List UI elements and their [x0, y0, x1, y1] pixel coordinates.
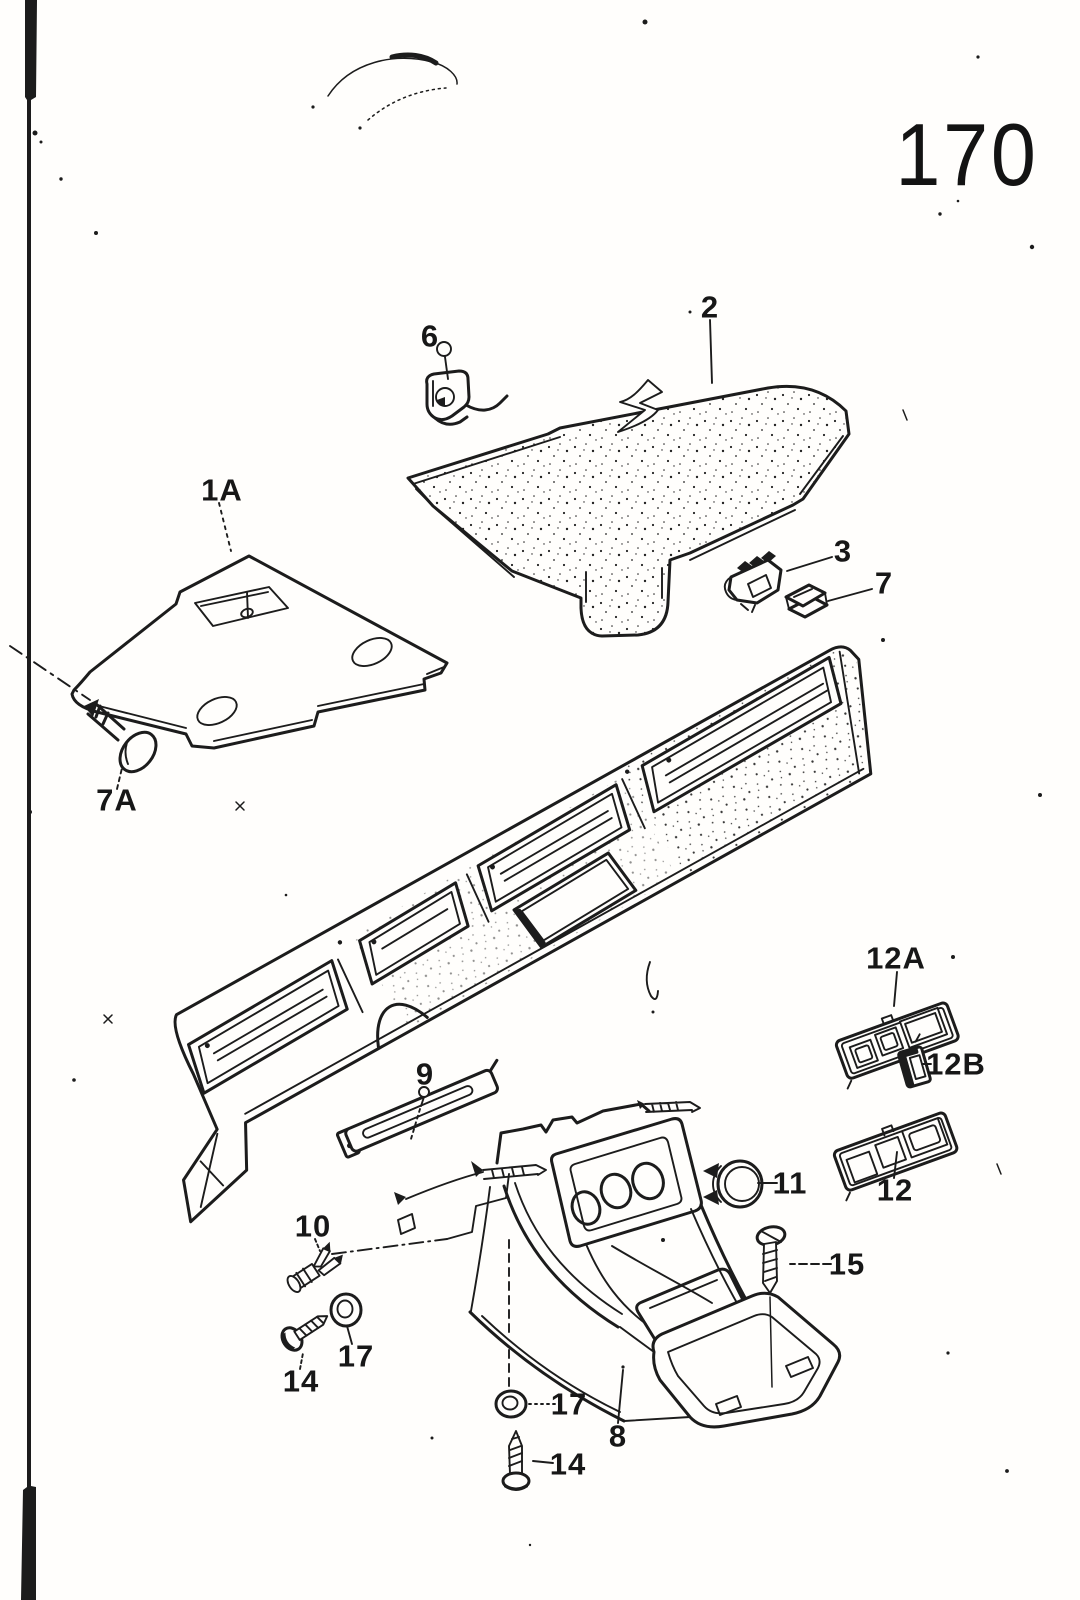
- callout-15: 15: [828, 1246, 866, 1282]
- callout-7: 7: [874, 565, 894, 601]
- part-11-plug-knob: [703, 1159, 764, 1209]
- callout-14-left: 14: [282, 1363, 320, 1399]
- callout-12a: 12A: [866, 940, 926, 976]
- part-3-clip: [723, 551, 783, 613]
- scan-border-bar: [21, 0, 37, 1600]
- part-17-washer-bottom: [494, 1389, 528, 1419]
- part-10-expanding-rivet: [286, 1241, 343, 1293]
- scan-specks: [28, 19, 1042, 1547]
- part-7a-rivet: [84, 699, 158, 774]
- part-1a-insulation-mat: [70, 554, 449, 750]
- callout-11: 11: [772, 1165, 808, 1201]
- dash-trim-panel: [173, 644, 873, 1224]
- callout-17-left: 17: [337, 1338, 375, 1374]
- part-12b-blanking-plug: [897, 1033, 932, 1089]
- callout-12b: 12B: [926, 1046, 986, 1082]
- page-number: 170: [895, 105, 1039, 204]
- part-14-screw-left: [280, 1315, 329, 1352]
- callout-8: 8: [608, 1418, 628, 1454]
- callout-7a: 7A: [96, 782, 138, 818]
- part-12-switch-bezel: [832, 1111, 959, 1202]
- axis-line-7a: [9, 645, 91, 701]
- callout-12: 12: [876, 1172, 914, 1208]
- callout-9: 9: [415, 1056, 435, 1092]
- part-14-screw-bottom: [501, 1430, 531, 1491]
- leader-lines: [116, 319, 932, 1464]
- part-2-shelf-panel: [406, 379, 851, 638]
- part-6-clip: [425, 369, 509, 426]
- callout-6: 6: [420, 318, 440, 354]
- part-7-clip: [784, 583, 829, 619]
- scan-arc-artifact: [311, 52, 458, 130]
- part-9-slide-rail: [335, 1058, 499, 1159]
- callout-10: 10: [294, 1208, 332, 1244]
- part-17-washer-left: [329, 1292, 363, 1328]
- callout-17-bottom: 17: [550, 1386, 588, 1422]
- callout-2: 2: [700, 289, 720, 325]
- callout-3: 3: [833, 533, 853, 569]
- part-15-screw: [755, 1225, 787, 1388]
- callout-1a: 1A: [201, 472, 243, 508]
- callout-14-bottom: 14: [549, 1446, 587, 1482]
